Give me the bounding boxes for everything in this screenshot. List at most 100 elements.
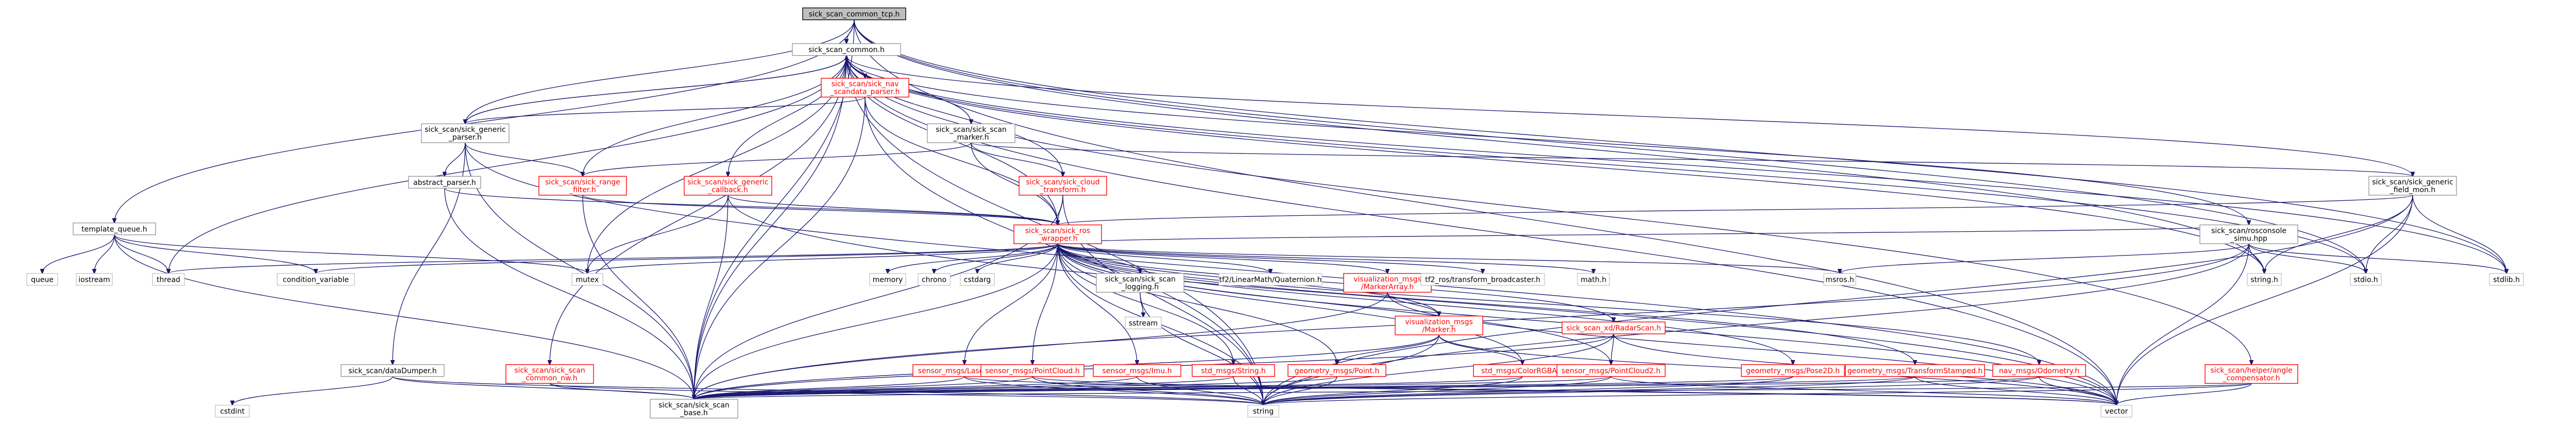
node-imu[interactable]: sensor_msgs/Imu.h bbox=[1093, 364, 1181, 377]
node-rangefilter[interactable]: sick_scan/sick_range_filter.h bbox=[538, 176, 627, 196]
node-math-label: math.h bbox=[1581, 276, 1606, 284]
edge-root-to-gparser bbox=[465, 20, 855, 124]
node-radar[interactable]: sick_scan_xd/RadarScan.h bbox=[1562, 321, 1666, 334]
node-condvar-box bbox=[277, 273, 355, 286]
node-pcl-box bbox=[980, 364, 1084, 377]
edge-angcomp-to-base bbox=[694, 383, 2252, 399]
edge-navscan-to-gparser bbox=[465, 96, 866, 124]
node-stdlibh-box bbox=[2489, 273, 2524, 286]
edge-gparser-to-common bbox=[465, 56, 846, 124]
edge-pcl2-to-string bbox=[1263, 376, 1612, 405]
edge-laserscan-to-string bbox=[964, 376, 1263, 405]
node-scanmarker[interactable]: sick_scan/sick_scan_marker.h bbox=[927, 123, 1015, 143]
node-base[interactable]: sick_scan/sick_scan_base.h bbox=[650, 399, 738, 419]
node-marker[interactable]: visualization_msgs/Marker.h bbox=[1395, 315, 1483, 335]
edge-common-to-cloudtf bbox=[846, 55, 1063, 177]
node-pcl-label: sensor_msgs/PointCloud.h bbox=[985, 367, 1079, 375]
node-cstdint: cstdint bbox=[215, 405, 250, 418]
edge-gcallback-to-base bbox=[694, 195, 728, 399]
edge-root-to-stdioh bbox=[854, 20, 2366, 273]
node-stdstring[interactable]: std_msgs/String.h bbox=[1192, 364, 1275, 377]
node-pcl[interactable]: sensor_msgs/PointCloud.h bbox=[980, 364, 1084, 377]
edge-odom-to-vector bbox=[2039, 376, 2116, 405]
node-rangefilter-label: sick_scan/sick_range_filter.h bbox=[545, 178, 620, 194]
node-stdstring-label: std_msgs/String.h bbox=[1201, 367, 1266, 375]
node-tf2lm-box bbox=[1218, 273, 1323, 286]
node-tq-box bbox=[73, 223, 156, 235]
edge-rosw-to-thread bbox=[168, 243, 1058, 274]
node-datadumper[interactable]: sick_scan/dataDumper.h bbox=[341, 364, 445, 377]
node-math-box bbox=[1577, 273, 1610, 286]
edge-gpoint-to-string bbox=[1263, 376, 1337, 405]
node-sstream-box bbox=[1125, 316, 1162, 330]
node-gpoint-label: geometry_msgs/Point.h bbox=[1295, 367, 1380, 375]
edge-navscan-to-rosw bbox=[865, 97, 1058, 225]
edge-rosw-to-tf2br bbox=[1057, 243, 1483, 274]
node-msros: msros.h bbox=[1823, 273, 1856, 286]
node-common[interactable]: sick_scan_common.h bbox=[792, 43, 901, 56]
node-root[interactable]: sick_scan_common_tcp.h bbox=[802, 7, 906, 21]
node-tf2br-label: tf2_ros/transform_broadcaster.h bbox=[1425, 276, 1540, 284]
node-tfstamped[interactable]: geometry_msgs/TransformStamped.h bbox=[1845, 364, 1985, 377]
edge-rangefilter-to-base bbox=[582, 195, 694, 399]
edge-common-to-stringh bbox=[846, 55, 2264, 274]
node-math: math.h bbox=[1577, 273, 1610, 286]
node-iostream: iostream bbox=[76, 273, 113, 286]
edge-gparser-to-base bbox=[465, 142, 694, 399]
node-fieldmon-label: sick_scan/sick_generic_field_mon.h bbox=[2372, 178, 2453, 194]
edge-angcomp-to-vector bbox=[2116, 383, 2252, 405]
edge-fieldmon-to-vector bbox=[2116, 195, 2413, 405]
edge-angcomp-to-string bbox=[1263, 383, 2252, 405]
edge-markerarray-to-vector bbox=[1387, 292, 2116, 405]
node-vector: vector bbox=[2100, 405, 2132, 418]
node-consolesimu[interactable]: sick_scan/rosconsole_simu.hpp bbox=[2199, 224, 2298, 244]
edge-common-to-gcallback bbox=[728, 55, 847, 177]
edge-rosw-to-laserscan bbox=[964, 244, 1058, 365]
node-mutex-label: mutex bbox=[576, 276, 599, 284]
edge-consolesimu-to-stdioh bbox=[2248, 243, 2366, 274]
node-scanmarker-label: sick_scan/sick_scan_marker.h bbox=[936, 126, 1007, 142]
edge-rosw-to-tf2lm bbox=[1057, 243, 1270, 274]
node-absparser[interactable]: abstract_parser.h bbox=[408, 176, 481, 189]
node-consolesimu-label: sick_scan/rosconsole_simu.hpp bbox=[2211, 227, 2286, 243]
edge-rosw-to-odom bbox=[1057, 244, 2039, 365]
node-fieldmon[interactable]: sick_scan/sick_generic_field_mon.h bbox=[2368, 176, 2457, 196]
edge-rosw-to-consolesimu bbox=[1057, 225, 2249, 244]
node-queue-label: queue bbox=[31, 276, 54, 284]
node-thread: thread bbox=[152, 273, 185, 286]
node-angcomp[interactable]: sick_scan/helper/angle_compensator.h bbox=[2205, 364, 2298, 384]
node-logging[interactable]: sick_scan/sick_scan_logging.h bbox=[1096, 273, 1184, 293]
node-gpoint[interactable]: geometry_msgs/Point.h bbox=[1287, 364, 1386, 377]
node-pcl2[interactable]: sensor_msgs/PointCloud2.h bbox=[1556, 364, 1666, 377]
node-navscan[interactable]: sick_scan/sick_nav_scandata_parser.h bbox=[821, 78, 909, 98]
edge-fieldmon-to-stdlibh bbox=[2412, 195, 2506, 274]
node-pose2d[interactable]: geometry_msgs/Pose2D.h bbox=[1741, 364, 1845, 377]
edge-common-to-commonnw bbox=[550, 55, 847, 365]
edge-tfstamped-to-base bbox=[694, 376, 1916, 399]
edge-rosw-to-memory bbox=[888, 243, 1058, 274]
node-odom[interactable]: nav_msgs/Odometry.h bbox=[1992, 364, 2086, 377]
node-iostream-label: iostream bbox=[78, 276, 110, 284]
edge-imu-to-base bbox=[694, 376, 1138, 399]
node-gparser-box bbox=[421, 123, 510, 143]
edge-rangefilter-to-rosw bbox=[582, 195, 1058, 225]
edge-consolesimu-to-stdlibh bbox=[2248, 243, 2506, 274]
node-radar-label: sick_scan_xd/RadarScan.h bbox=[1566, 325, 1661, 333]
node-base-label: sick_scan/sick_scan_base.h bbox=[658, 401, 730, 417]
node-pcl2-box bbox=[1556, 364, 1666, 377]
node-marker-label: visualization_msgs/Marker.h bbox=[1405, 318, 1473, 334]
node-tq[interactable]: template_queue.h bbox=[73, 223, 156, 235]
node-cloudtf[interactable]: sick_scan/sick_cloud_transform.h bbox=[1019, 176, 1107, 196]
node-gcallback[interactable]: sick_scan/sick_generic_callback.h bbox=[684, 176, 772, 196]
node-commonnw[interactable]: sick_scan/sick_scan_common_nw.h bbox=[505, 364, 594, 384]
node-stdlibh: stdlib.h bbox=[2489, 273, 2524, 286]
node-common-label: sick_scan_common.h bbox=[808, 46, 885, 54]
node-gparser[interactable]: sick_scan/sick_generic_parser.h bbox=[421, 123, 510, 143]
node-logging-label: sick_scan/sick_scan_logging.h bbox=[1105, 276, 1176, 292]
edge-imu-to-string bbox=[1137, 376, 1263, 405]
node-string: string bbox=[1247, 405, 1279, 418]
edge-scanmarker-to-rosw bbox=[971, 142, 1058, 225]
node-markerarray[interactable]: visualization_msgs/MarkerArray.h bbox=[1343, 273, 1432, 293]
node-rosw[interactable]: sick_scan/sick_ros_wrapper.h bbox=[1013, 224, 1102, 244]
